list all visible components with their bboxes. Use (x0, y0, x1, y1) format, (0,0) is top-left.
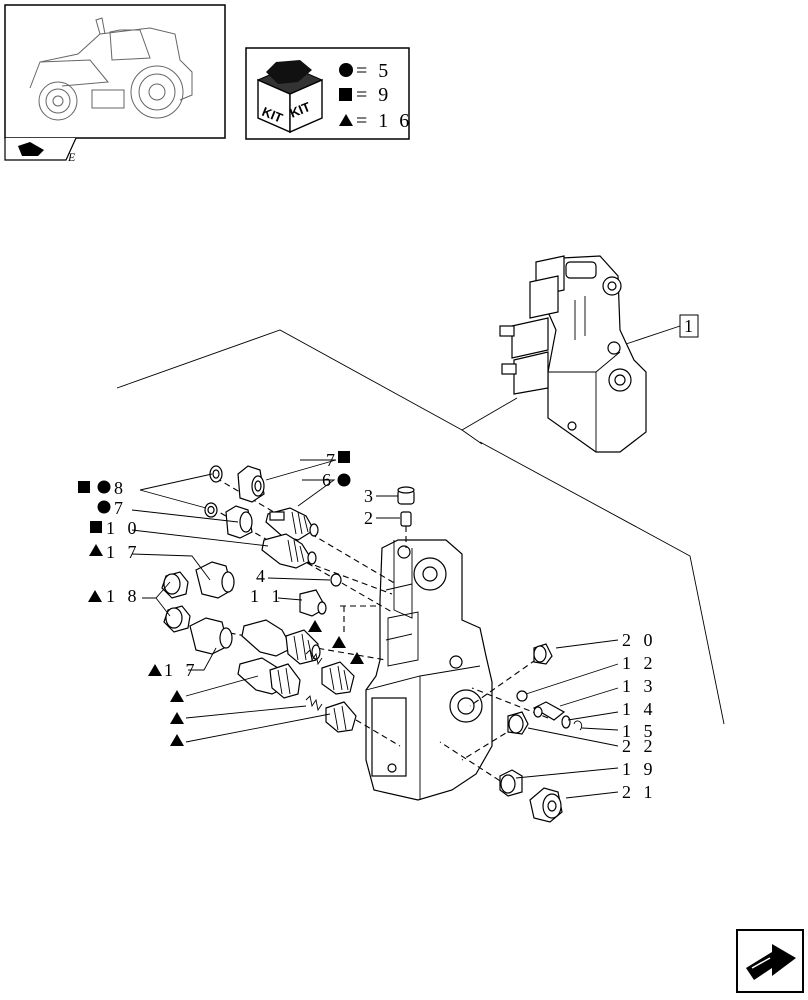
next-page-button[interactable] (736, 929, 804, 993)
callouts-left: 7 6 3 2 8 7 1 0 1 7 4 1 1 1 8 1 7 (78, 450, 377, 746)
square-symbol-icon (338, 451, 350, 463)
callout-17-top: 1 7 (106, 542, 141, 562)
callout-7-square: 7 (326, 450, 339, 470)
page-code: E (67, 150, 76, 164)
square-symbol-icon (90, 521, 102, 533)
stem-assembly-upper (241, 619, 321, 665)
circle-symbol-icon (339, 63, 353, 77)
part-6-valve-stem (265, 507, 319, 541)
part-2-pin (400, 511, 412, 527)
part-15-clip (573, 720, 583, 731)
callout-22: 2 2 (622, 736, 657, 756)
part-12-ball (516, 690, 528, 702)
circle-symbol-icon (337, 473, 351, 487)
spring-plug-lower (325, 701, 357, 733)
callout-6-circle: 6 (322, 470, 335, 490)
spring-lower (305, 695, 323, 712)
callout-4: 4 (256, 566, 269, 586)
triangle-symbol-icon (339, 114, 353, 126)
kit-count-triangle: = 1 6 (356, 110, 412, 132)
part-7-cap-lower (225, 505, 253, 539)
callout-13: 1 3 (622, 676, 657, 696)
spring-plug-upper (321, 661, 355, 695)
square-symbol-icon (339, 88, 352, 101)
part-7-cap-upper (237, 465, 265, 503)
leader-lines (131, 459, 619, 799)
part-17-cap-upper (195, 561, 235, 599)
part-22-plug (507, 711, 529, 735)
callout-19: 1 9 (622, 759, 657, 779)
zoom-guide-lines (116, 329, 725, 725)
callout-1-label: 1 (684, 316, 697, 336)
part-3-screw (397, 486, 415, 505)
part-13-pin (532, 701, 566, 721)
callout-18: 1 8 (106, 586, 141, 606)
triangle-symbol-icon (88, 590, 102, 602)
callout-10: 1 0 (106, 518, 141, 538)
callout-7-circle: 7 (114, 498, 127, 518)
part-21-cap (529, 787, 563, 823)
kit-count-circle: = 5 (356, 60, 391, 82)
part-8-o-ring-lower (204, 502, 218, 518)
square-symbol-icon (78, 481, 90, 493)
callout-21: 2 1 (622, 782, 657, 802)
callout-12: 1 2 (622, 653, 657, 673)
triangle-symbol-icon (170, 734, 184, 746)
kit-legend: KIT KIT = 5 = 9 = 1 6 (245, 47, 412, 140)
part-14-washer (561, 715, 571, 729)
tractor-thumbnail (4, 4, 226, 139)
part-4-washer (330, 573, 342, 587)
kit-count-square: = 9 (356, 84, 391, 106)
triangle-symbol-icon (170, 712, 184, 724)
callout-8: 8 (114, 478, 127, 498)
callout-17-bottom: 1 7 (164, 660, 199, 680)
part-19-seal (499, 769, 523, 797)
part-17-cap-lower (189, 617, 233, 655)
kit-text-left: KIT (260, 104, 285, 126)
triangle-symbol-icon (89, 544, 103, 556)
callout-1: 1 (625, 314, 699, 345)
triangle-symbol-icon (148, 664, 162, 676)
triangle-symbol-icon (170, 690, 184, 702)
assembled-valve-view (499, 255, 647, 453)
arrow-right-icon (746, 944, 796, 980)
stem-assembly-lower (237, 657, 301, 699)
callout-20: 2 0 (622, 630, 657, 650)
kit-text-right: KIT (288, 99, 313, 121)
page-tab[interactable]: E (4, 137, 77, 164)
part-18-plug-upper (161, 571, 189, 599)
triangle-symbol-icon (308, 620, 322, 632)
triangle-symbol-icon (332, 636, 346, 648)
kit-box-icon: KIT KIT (256, 60, 324, 134)
callouts-right: 2 0 1 2 1 3 1 4 1 5 2 2 1 9 2 1 (622, 630, 657, 802)
callout-3: 3 (364, 486, 377, 506)
callout-2: 2 (364, 508, 377, 528)
callout-15: 1 5 (622, 721, 657, 741)
part-18-plug-lower (163, 605, 191, 633)
part-20-plug (533, 643, 553, 665)
callout-11: 1 1 (250, 586, 285, 606)
circle-symbol-icon (97, 500, 111, 514)
spring-upper (305, 649, 323, 666)
callout-14: 1 4 (622, 699, 657, 719)
triangle-symbol-icon (350, 652, 364, 664)
circle-symbol-icon (97, 480, 111, 494)
valve-body (365, 539, 493, 801)
part-11-plug (299, 589, 327, 617)
part-10-valve-stem (261, 533, 317, 569)
